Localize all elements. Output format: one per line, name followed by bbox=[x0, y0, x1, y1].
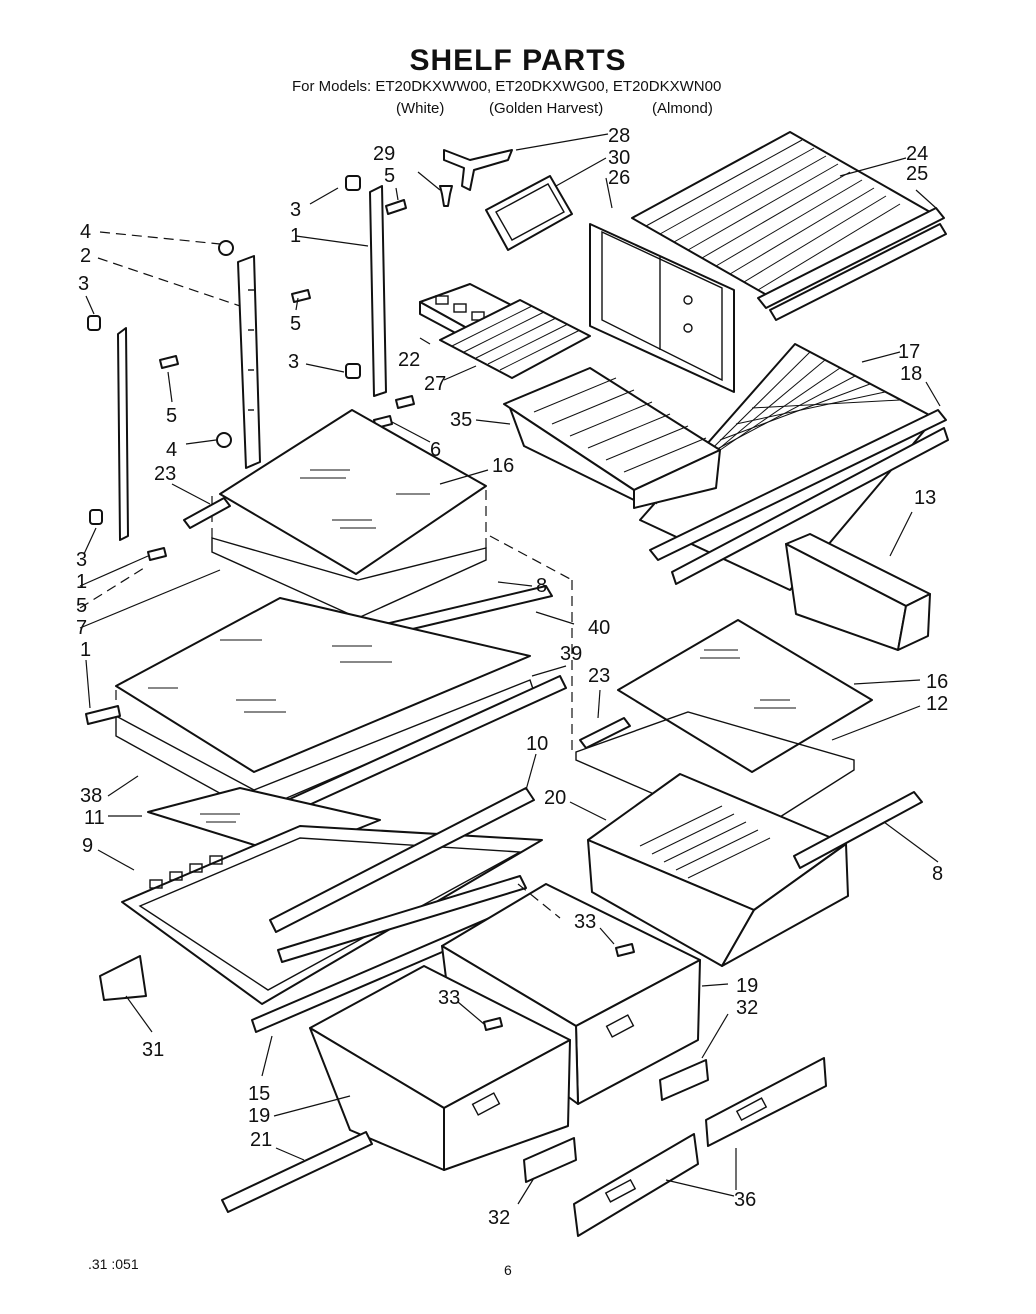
label-30: 30 bbox=[608, 147, 630, 169]
ice-bin-frame bbox=[589, 223, 735, 393]
handle-clip-lower-32 bbox=[523, 1137, 577, 1183]
label-23-upper: 23 bbox=[154, 463, 176, 485]
bracket-screw-29 bbox=[439, 185, 453, 207]
label-36: 36 bbox=[734, 1189, 756, 1211]
crisper-slide-rail-31 bbox=[99, 955, 147, 1001]
ice-tray-shelf bbox=[439, 299, 591, 379]
glass-shelf-upper bbox=[219, 409, 487, 575]
drawer-rail-8-right bbox=[793, 791, 923, 869]
label-27: 27 bbox=[424, 373, 446, 395]
pan-screws-33 bbox=[483, 943, 635, 1031]
glass-shelf-large bbox=[115, 597, 531, 773]
label-3-left: 3 bbox=[78, 273, 89, 295]
label-17: 17 bbox=[898, 341, 920, 363]
label-38: 38 bbox=[80, 785, 102, 807]
label-4-top: 4 bbox=[80, 221, 91, 243]
shelf-bracket-28 bbox=[443, 149, 513, 191]
label-12: 12 bbox=[926, 693, 948, 715]
label-18: 18 bbox=[900, 363, 922, 385]
meat-pan-35 bbox=[503, 367, 721, 509]
label-13: 13 bbox=[914, 487, 936, 509]
label-8-right: 8 bbox=[932, 863, 943, 885]
door-bin-13 bbox=[785, 533, 931, 651]
label-40: 40 bbox=[588, 617, 610, 639]
footer-code: .31 :051 bbox=[88, 1256, 139, 1272]
label-32-lower: 32 bbox=[488, 1207, 510, 1229]
label-15: 15 bbox=[248, 1083, 270, 1105]
label-19-right: 19 bbox=[736, 975, 758, 997]
drawer-rail-21 bbox=[221, 1131, 373, 1213]
ladder-clips bbox=[87, 175, 361, 525]
label-24: 24 bbox=[906, 143, 928, 165]
label-33-left: 33 bbox=[438, 987, 460, 1009]
shelf-rail-lower bbox=[649, 409, 949, 585]
label-39: 39 bbox=[560, 643, 582, 665]
label-3-mid: 3 bbox=[288, 351, 299, 373]
label-33-right: 33 bbox=[574, 911, 596, 933]
label-5-top: 5 bbox=[384, 165, 395, 187]
variant-golden-harvest: (Golden Harvest) bbox=[489, 100, 604, 117]
shelf-cover-30 bbox=[485, 175, 573, 251]
label-25: 25 bbox=[906, 163, 928, 185]
shelf-ladder-left bbox=[117, 327, 129, 541]
label-26: 26 bbox=[608, 167, 630, 189]
label-4-mid: 4 bbox=[166, 439, 177, 461]
handle-clip-upper-32 bbox=[659, 1059, 709, 1101]
page-number: 6 bbox=[504, 1262, 512, 1278]
label-28: 28 bbox=[608, 125, 630, 147]
label-20: 20 bbox=[544, 787, 566, 809]
shelf-ladder-middle bbox=[237, 255, 261, 469]
label-35: 35 bbox=[450, 409, 472, 431]
label-31: 31 bbox=[142, 1039, 164, 1061]
label-8-upper: 8 bbox=[536, 575, 547, 597]
label-3-low: 3 bbox=[76, 549, 87, 571]
models-line: For Models: ET20DKXWW00, ET20DKXWG00, ET… bbox=[292, 78, 722, 95]
label-22: 22 bbox=[398, 349, 420, 371]
label-5-left: 5 bbox=[166, 405, 177, 427]
label-19-left: 19 bbox=[248, 1105, 270, 1127]
label-9: 9 bbox=[82, 835, 93, 857]
label-6: 6 bbox=[430, 439, 441, 461]
label-3-top: 3 bbox=[290, 199, 301, 221]
label-5-mid: 5 bbox=[290, 313, 301, 335]
label-21: 21 bbox=[250, 1129, 272, 1151]
crisper-drawer-20 bbox=[587, 773, 849, 967]
label-16-right: 16 bbox=[926, 671, 948, 693]
shelf-frame-right bbox=[575, 711, 855, 837]
label-23-right: 23 bbox=[588, 665, 610, 687]
label-32-upper: 32 bbox=[736, 997, 758, 1019]
label-1-edge: 1 bbox=[80, 639, 91, 661]
glass-shelf-right bbox=[617, 619, 873, 773]
label-16-upper: 16 bbox=[492, 455, 514, 477]
label-2: 2 bbox=[80, 245, 91, 267]
callout-labels: 28 29 30 26 24 25 5 3 1 4 2 3 5 3 5 22 2… bbox=[76, 125, 948, 1229]
variant-white: (White) bbox=[396, 100, 445, 117]
crisper-pan-left bbox=[309, 965, 571, 1171]
shelf-rail-upper bbox=[757, 207, 947, 321]
label-1-low: 1 bbox=[76, 571, 87, 593]
page-title: SHELF PARTS bbox=[409, 44, 627, 77]
label-10: 10 bbox=[526, 733, 548, 755]
drawer-trim-right-36 bbox=[705, 1057, 827, 1147]
label-7: 7 bbox=[76, 617, 87, 639]
label-1-top: 1 bbox=[290, 225, 301, 247]
variant-almond: (Almond) bbox=[652, 100, 713, 117]
label-11: 11 bbox=[84, 807, 105, 829]
label-5-low: 5 bbox=[76, 595, 87, 617]
leader-lines bbox=[79, 133, 941, 1205]
label-29: 29 bbox=[373, 143, 395, 165]
shelf-ladder-right bbox=[369, 185, 387, 397]
drawer-trim-left-36 bbox=[573, 1133, 699, 1237]
